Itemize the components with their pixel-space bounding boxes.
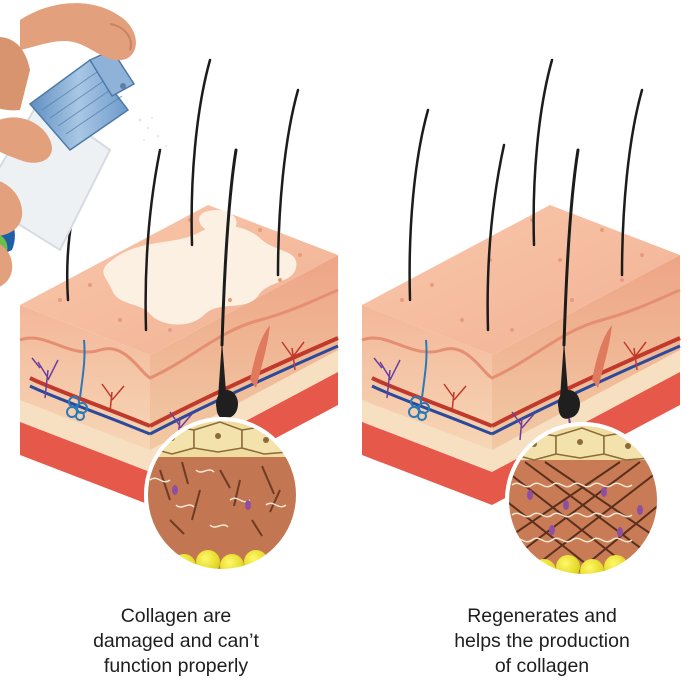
fat-layer bbox=[20, 345, 338, 472]
spray-mist bbox=[138, 117, 167, 147]
caption-line: of collagen bbox=[494, 655, 590, 677]
caption-damaged: Collagen are damaged and can’t function … bbox=[26, 604, 326, 679]
subcutaneous-layer bbox=[362, 370, 680, 505]
blood-vessel bbox=[491, 336, 681, 428]
hairs bbox=[408, 58, 644, 347]
sweat-gland bbox=[66, 396, 88, 421]
arrector-muscle bbox=[592, 325, 612, 388]
arrector-muscle bbox=[250, 325, 270, 388]
damage-patch bbox=[103, 225, 297, 325]
capillary-tree bbox=[101, 383, 125, 413]
hand-icon bbox=[0, 3, 136, 287]
blood-vessel bbox=[149, 336, 339, 428]
caption-line: Regenerates and bbox=[467, 605, 617, 627]
hairs bbox=[65, 58, 300, 347]
capillary-tree bbox=[373, 357, 401, 399]
capillary-tree bbox=[511, 411, 535, 441]
capillary-tree bbox=[31, 357, 59, 399]
capillary-tree bbox=[443, 383, 467, 413]
magnified-collagen-damaged bbox=[144, 417, 300, 573]
caption-line: damaged and can’t bbox=[93, 630, 259, 652]
subcutaneous-layer bbox=[20, 370, 338, 505]
dermis-boundary bbox=[361, 288, 681, 380]
caption-line: helps the production bbox=[454, 630, 630, 652]
dermis-boundary bbox=[19, 288, 339, 380]
sweat-duct bbox=[79, 339, 86, 399]
epidermis-top bbox=[362, 205, 680, 355]
sweat-duct bbox=[421, 339, 428, 399]
caption-healthy: Regenerates and helps the production of … bbox=[392, 604, 692, 679]
capillary-tree bbox=[623, 341, 647, 371]
hair-bulb bbox=[558, 390, 580, 418]
capillary-tree bbox=[281, 341, 305, 371]
fat-layer bbox=[362, 345, 680, 472]
healthy-skin-block bbox=[361, 58, 681, 505]
sweat-gland bbox=[408, 396, 430, 421]
caption-line: Collagen are bbox=[120, 605, 232, 627]
caption-line: function properly bbox=[103, 655, 249, 677]
hair-bulb bbox=[216, 390, 238, 418]
damaged-skin-block bbox=[19, 58, 339, 505]
blood-vessel bbox=[29, 376, 151, 428]
